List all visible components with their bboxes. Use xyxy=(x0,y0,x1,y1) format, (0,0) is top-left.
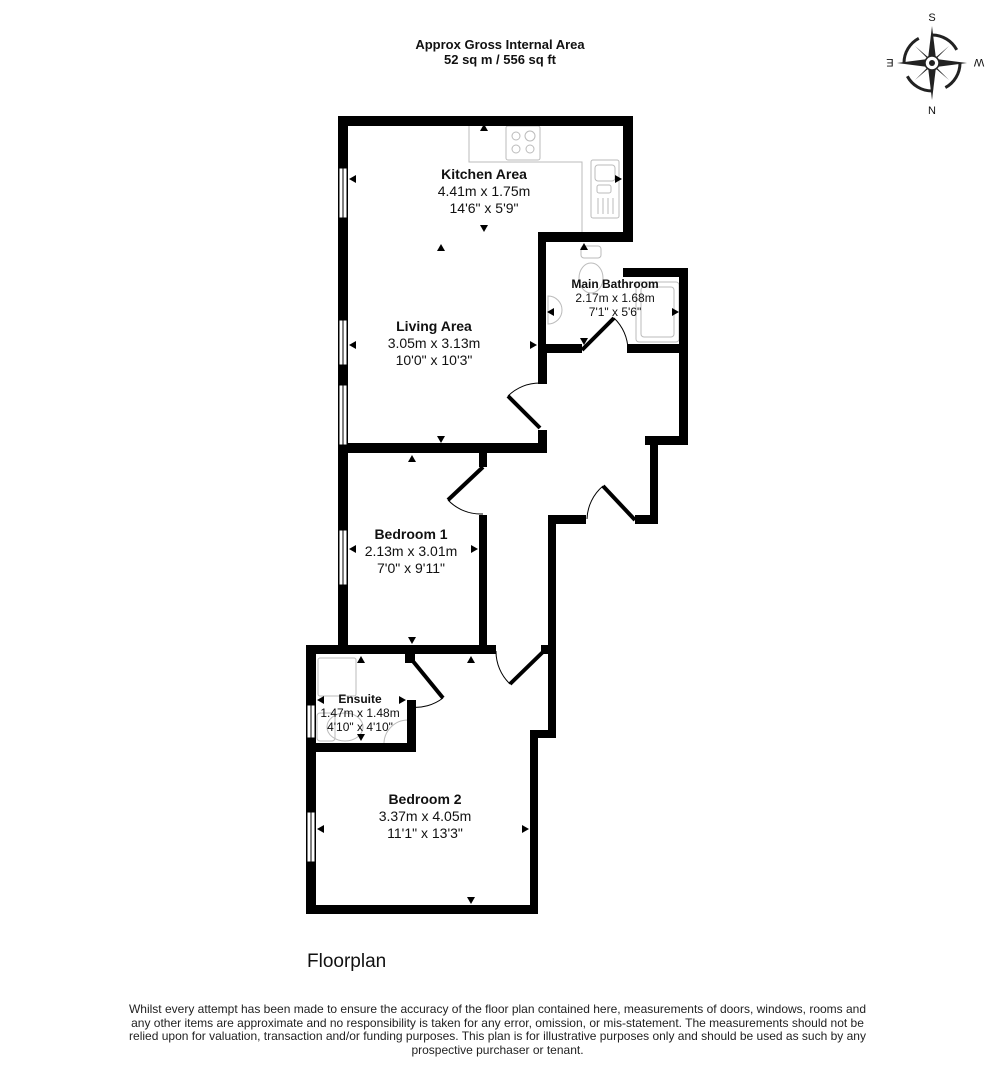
area-title: Approx Gross Internal Area xyxy=(415,37,585,52)
room-living-area: Living Area 3.05m x 3.13m 10'0" x 10'3" xyxy=(334,318,534,369)
ensuite-fixtures xyxy=(316,657,409,746)
disclaimer-text: Whilst every attempt has been made to en… xyxy=(128,1002,867,1057)
door-entrance xyxy=(601,484,637,522)
compass-west-label: W xyxy=(973,56,984,68)
room-imperial: 7'1" x 5'6" xyxy=(588,305,642,319)
room-name: Ensuite xyxy=(338,692,382,706)
room-metric: 2.17m x 1.68m xyxy=(575,291,655,305)
compass-icon: S N E W xyxy=(886,12,984,117)
compass-north-label: N xyxy=(928,105,936,117)
area-value: 52 sq m / 556 sq ft xyxy=(444,52,556,67)
room-imperial: 4'10" x 4'10" xyxy=(327,720,393,734)
room-imperial: 14'6" x 5'9" xyxy=(449,200,519,216)
room-metric: 3.37m x 4.05m xyxy=(378,808,472,824)
compass-east-label: E xyxy=(886,56,893,68)
compass-south-label: S xyxy=(928,12,935,24)
area-header: Approx Gross Internal Area 52 sq m / 556… xyxy=(380,37,620,67)
room-ensuite: Ensuite 1.47m x 1.48m 4'10" x 4'10" xyxy=(310,692,410,734)
room-bedroom-2: Bedroom 2 3.37m x 4.05m 11'1" x 13'3" xyxy=(355,791,495,842)
kitchen-fixtures xyxy=(468,122,620,232)
room-kitchen-area: Kitchen Area 4.41m x 1.75m 14'6" x 5'9" xyxy=(384,166,584,217)
room-imperial: 7'0" x 9'11" xyxy=(377,560,445,576)
room-imperial: 10'0" x 10'3" xyxy=(395,352,473,368)
room-metric: 1.47m x 1.48m xyxy=(320,706,400,720)
door-bedroom2 xyxy=(508,646,549,686)
room-metric: 2.13m x 3.01m xyxy=(364,543,458,559)
room-name: Bedroom 2 xyxy=(388,791,462,807)
room-bedroom-1: Bedroom 1 2.13m x 3.01m 7'0" x 9'11" xyxy=(341,526,481,577)
room-name: Bedroom 1 xyxy=(374,526,448,542)
room-name: Living Area xyxy=(396,318,472,334)
door-bedroom1 xyxy=(446,465,485,502)
room-name: Kitchen Area xyxy=(441,166,527,182)
room-imperial: 11'1" x 13'3" xyxy=(387,825,463,841)
room-metric: 4.41m x 1.75m xyxy=(437,183,531,199)
room-metric: 3.05m x 3.13m xyxy=(387,335,481,351)
room-name: Main Bathroom xyxy=(571,277,659,291)
door-living xyxy=(506,394,542,430)
room-main-bathroom: Main Bathroom 2.17m x 1.68m 7'1" x 5'6" xyxy=(555,277,675,319)
floorplan-drawing xyxy=(306,116,688,914)
door-ensuite xyxy=(410,658,445,700)
door-bathroom xyxy=(580,316,616,352)
doors[interactable] xyxy=(409,316,637,708)
floor-title: Floorplan xyxy=(307,951,387,972)
measurement-arrows xyxy=(317,124,679,904)
